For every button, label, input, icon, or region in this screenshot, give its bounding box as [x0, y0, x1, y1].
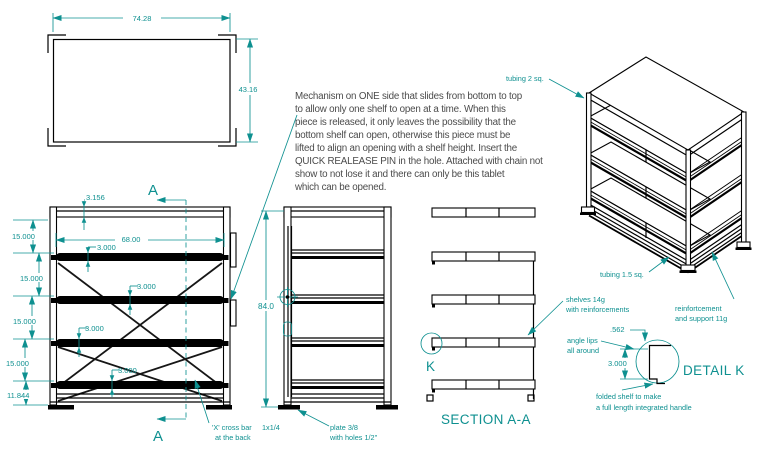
shelves-note-line-2: with reinforcements [565, 305, 630, 314]
shelf-thickness-dim-4: 3.000 [118, 366, 137, 375]
shelf-length-dimension: 68.00 [55, 233, 225, 247]
iso-feet [580, 206, 752, 273]
plate-note: plate 3/8 with holes 1/2" [297, 409, 378, 442]
iso-left-post [585, 92, 592, 208]
detail-k-view: .562 3.000 angle lips all around DETAIL … [567, 325, 745, 412]
note-leader-line [230, 114, 298, 300]
shelf-thickness-dim-2: 3.000 [137, 282, 156, 291]
section-view: K SECTION A-A shelves 14g with reinforce… [420, 207, 630, 427]
cross-bar-note: 'X' cross bar at the back 1x1/4 [194, 379, 280, 442]
top-view-outline [52, 38, 231, 143]
slide-mechanism-lower [229, 299, 237, 327]
iso-front-post [685, 149, 692, 267]
spacing-dim-3: 15.000 [13, 317, 36, 326]
handle-note-line-2: a full length integrated handle [596, 403, 692, 412]
bar-size-note: 1x1/4 [262, 423, 280, 432]
shelves-gauge-note: shelves 14g with reinforcements [527, 295, 630, 336]
side-top-rail [283, 206, 392, 218]
shelf-length-dim-text: 68.00 [122, 235, 141, 244]
top-rail-dimension: 3.156 [81, 192, 109, 230]
detail-height-dimension: 3.000 [607, 348, 648, 380]
note-line-7: show to not lose it and there can only b… [295, 169, 505, 180]
iso-annotations: tubing 2 sq. tubing 1.5 sq. reinfortceme… [506, 74, 735, 323]
iso-shelves [587, 104, 745, 274]
section-shelves [431, 207, 536, 393]
release-pin-mechanism [277, 287, 298, 337]
section-cut-line: A A [148, 182, 187, 445]
section-label-top: A [148, 182, 158, 199]
reinforcement-note-line-1: reinfortcement [675, 304, 722, 313]
note-line-6: QUICK REALEASE PIN in the hole. Attached… [295, 156, 543, 167]
detail-k-label: K [426, 359, 435, 374]
detail-title: DETAIL K [683, 363, 745, 378]
plate-note-line-2: with holes 1/2" [329, 433, 378, 442]
spacing-dimension-chain: 15.000 15.000 15.000 15.000 11.844 [5, 219, 54, 406]
shelves-note-line-1: shelves 14g [566, 295, 605, 304]
note-line-2: to allow only one shelf to open at a tim… [295, 104, 506, 115]
corner-posts [47, 34, 237, 147]
lip-dimension: .562 [610, 325, 649, 342]
note-line-1: Mechanism on ONE side that slides from b… [295, 91, 523, 102]
side-left-foot [278, 405, 300, 410]
section-title: SECTION A-A [441, 412, 531, 427]
angle-lips-note: angle lips all around [567, 336, 635, 355]
section-label-bottom: A [153, 428, 163, 445]
front-view: 15.000 15.000 15.000 15.000 11.844 3.156 [5, 182, 280, 445]
folded-shelf-note: folded shelf to make a full length integ… [596, 382, 692, 412]
top-rail [49, 206, 231, 218]
slide-channel [287, 226, 293, 397]
right-post [222, 206, 231, 406]
side-right-post [383, 206, 392, 406]
plate-note-line-1: plate 3/8 [330, 423, 358, 432]
width-dimension: 74.28 [52, 12, 231, 32]
left-post [49, 206, 58, 406]
note-line-3: piece is released, it only leaves the po… [295, 117, 517, 128]
top-view: 74.28 43.16 [47, 12, 266, 147]
shelf-thickness-dim-1: 3.000 [97, 243, 116, 252]
shelf-thickness-dim-3: 3.000 [85, 324, 104, 333]
spacing-dim-2: 15.000 [20, 274, 43, 283]
note-line-4: bottom shelf can open, otherwise this pi… [295, 130, 511, 141]
cross-bar-note-line-1: 'X' cross bar [212, 423, 252, 432]
lip-dim-text: .562 [610, 325, 625, 334]
angle-lips-note-line-1: angle lips [567, 336, 598, 345]
x-cross-braces [57, 262, 223, 402]
side-bottom-rails [284, 393, 391, 403]
side-right-foot [376, 405, 398, 410]
note-line-8: which can be opened. [294, 182, 386, 193]
bottom-rails [50, 393, 230, 403]
cross-bar-note-line-2: at the back [215, 433, 251, 442]
spacing-dim-1: 15.000 [12, 232, 35, 241]
shelf-bars [51, 253, 229, 389]
reinforcement-note-line-2: and support 11g [675, 314, 727, 323]
slide-mechanism-bar [229, 232, 237, 268]
side-shelves [291, 249, 384, 389]
side-view: 84.0 plate 3/8 with holes 1/2" [253, 206, 398, 442]
tubing-top-note: tubing 2 sq. [506, 74, 544, 83]
top-rail-dim-text: 3.156 [86, 193, 105, 202]
height-dimension: 43.16 [231, 38, 266, 143]
detail-circle [635, 339, 680, 384]
section-left-foot [426, 394, 434, 402]
angle-lips-note-line-2: all around [567, 346, 599, 355]
right-foot [206, 405, 232, 410]
detail-k-circle [420, 332, 443, 355]
top-view-width-dim: 74.28 [133, 14, 152, 23]
spacing-dim-4: 15.000 [6, 359, 29, 368]
handle-note-line-1: folded shelf to make [596, 392, 661, 401]
iso-right-post [740, 111, 747, 244]
detail-height-dim-text: 3.000 [608, 359, 627, 368]
side-height-dimension: 84.0 [253, 210, 284, 408]
bottom-spacing-dim: 11.844 [7, 391, 29, 400]
iso-view: tubing 2 sq. tubing 1.5 sq. reinfortceme… [506, 56, 752, 323]
side-height-dim-text: 84.0 [258, 302, 274, 311]
tubing-bottom-note: tubing 1.5 sq. [600, 270, 644, 279]
shelf-thickness-dimensions: 3.000 3.000 3.000 3.000 [76, 243, 156, 397]
left-foot [48, 405, 74, 410]
notes-paragraph: Mechanism on ONE side that slides from b… [230, 91, 543, 300]
section-right-foot [527, 394, 535, 402]
note-line-5: lifted to align an opening with a shelf … [295, 143, 518, 154]
top-view-height-dim: 43.16 [239, 85, 258, 94]
shelf-edge-profile [648, 344, 671, 385]
